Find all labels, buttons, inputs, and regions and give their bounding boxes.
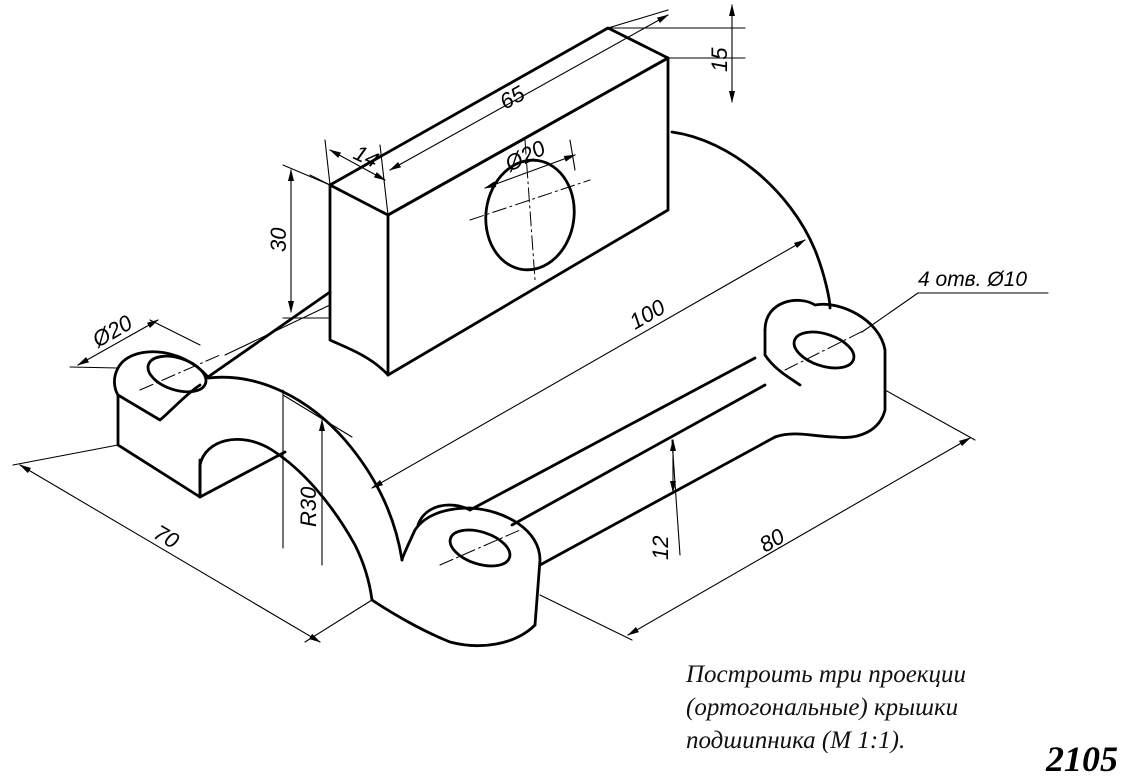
dim15-label: 15 [707,47,732,72]
holes-leader [861,292,919,333]
dim70-label: 70 [150,520,184,554]
dim80-ext-b [884,389,976,441]
back-left-edge-2 [224,304,331,356]
front-boss-top [416,503,472,527]
dim-boss-line [77,319,159,366]
r30-label: R30 [296,486,321,527]
dim65-label: 65 [495,80,529,114]
dim14-ext-a [324,139,331,186]
left-lug-top [116,383,202,422]
left-cut-arc [198,438,374,602]
dim14-line [329,149,386,181]
dim100-line [371,239,806,489]
dim70-line [19,464,321,643]
front-boss-side [400,506,542,627]
holes-label: 4 отв. Ø10 [918,268,1027,291]
upper-block [328,26,670,377]
task-line-1: Построить три проекции [686,661,966,688]
dim70-ext-b [304,599,373,643]
dim-boss-ext-b [149,319,201,346]
dim65-line [389,14,669,171]
back-arc [670,130,832,310]
task-line-2: (ортогональные) крышки [686,694,959,721]
right-lug-outline [763,298,887,439]
dim70-ext-a [12,444,119,466]
block-front [328,183,390,377]
r30-tick [282,394,353,438]
left-boss-axis [139,354,221,391]
left-boss-hole [146,354,208,394]
task-text: Построить три проекции (ортогональные) к… [686,658,1066,757]
left-lug-outline [113,350,210,499]
long-edge-2 [510,383,767,527]
task-line-3: подшипника (М 1:1). [686,727,906,754]
dim-boss-ext-a [69,366,119,369]
dim30-ext-a [282,164,331,186]
dimensions: 65 15 14 Ø20 30 Ø20 100 4 отв. Ø10 [12,4,1049,643]
right-boss-axis [784,329,866,371]
dim65-ext-b [607,9,669,29]
dim30-label: 30 [266,227,291,252]
left-cut-inner [198,450,287,499]
front-arc [206,375,404,562]
dim80-ext-a [539,594,633,641]
dim100-label: 100 [625,294,670,334]
dim-hole-line [484,154,576,189]
block-top [328,26,670,217]
dim80-line [627,437,971,636]
base-body [113,130,887,648]
drawing-number: 2105 [1046,739,1118,779]
dim80-label: 80 [755,523,789,557]
dim14-label: 14 [350,140,383,173]
front-boss-hole [448,528,512,568]
front-boss-axis [439,529,521,566]
front-lower-edge [370,598,537,648]
long-edge-3 [468,356,757,512]
block-side [386,56,670,377]
dim12-label: 12 [648,536,673,560]
